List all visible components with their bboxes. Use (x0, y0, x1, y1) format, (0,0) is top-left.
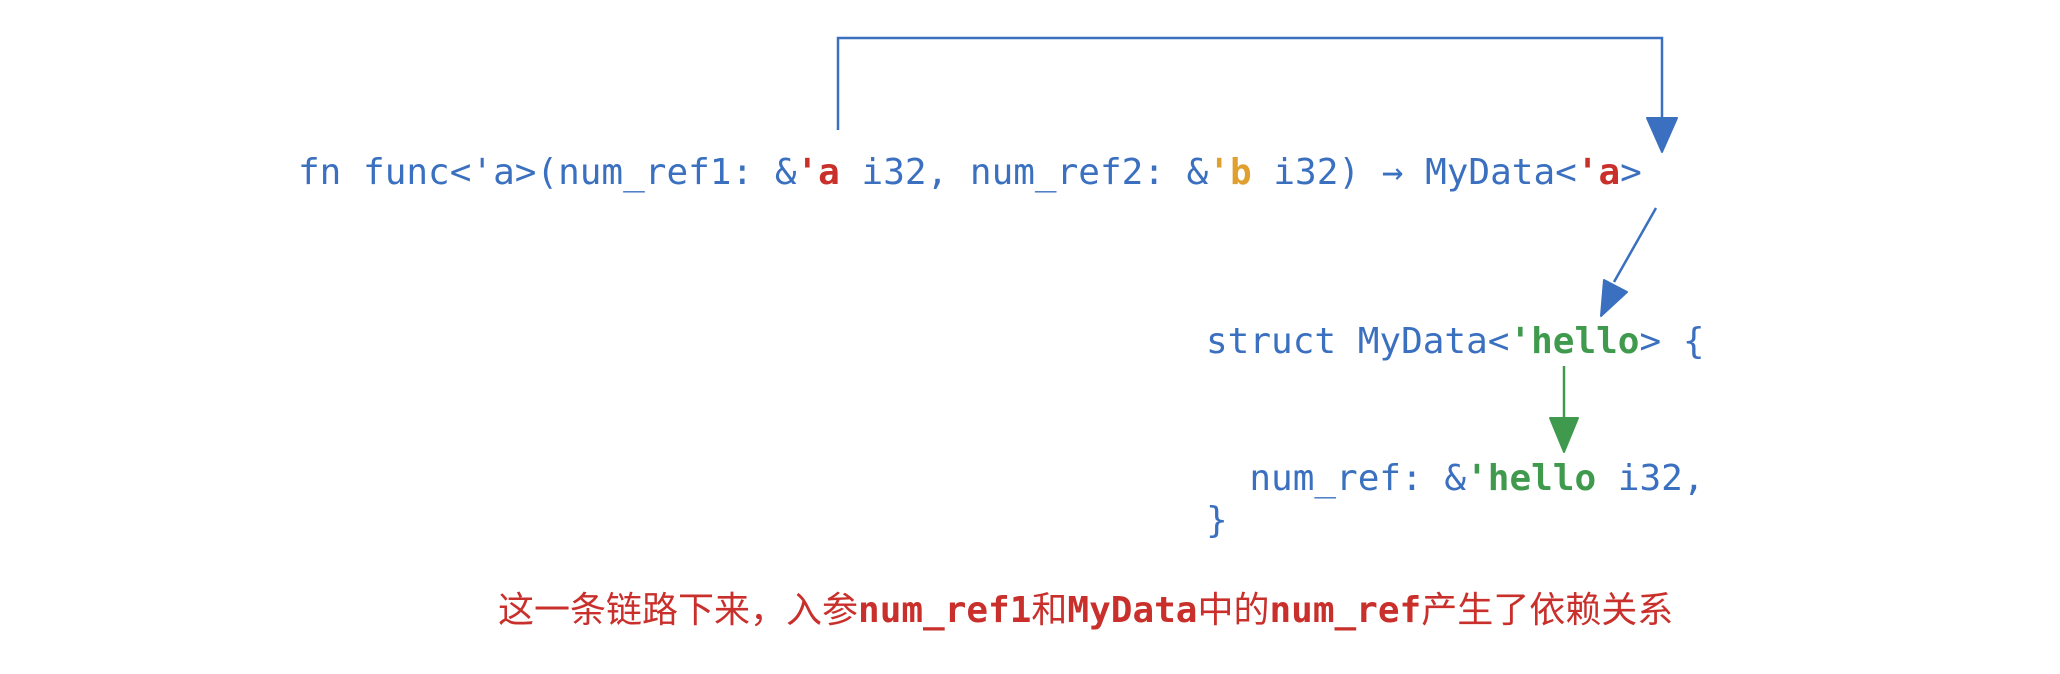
struct-field: num_ref: &'hello i32, (1206, 458, 1705, 499)
caption-part3: 中的 (1197, 590, 1270, 631)
lifetime-b-param: 'b (1208, 152, 1252, 193)
func-sig-mid2: i32) → MyData< (1251, 152, 1577, 193)
struct-decl-suffix: > { (1639, 321, 1705, 362)
lifetime-hello-struct: 'hello (1509, 321, 1640, 362)
caption-code2: MyData (1067, 590, 1198, 631)
caption-part1: 这一条链路下来，入参 (498, 590, 859, 631)
return-to-struct-line (1612, 207, 1658, 283)
func-signature: fn func<'a>(num_ref1: &'a i32, num_ref2:… (298, 155, 1642, 191)
struct-field-suffix: i32, (1596, 458, 1705, 499)
caption-code1: num_ref1 (858, 590, 1032, 631)
caption-code3: num_ref (1269, 590, 1422, 631)
struct-declaration: struct MyData<'hello> { (1206, 324, 1705, 360)
lifetime-hello-field: 'hello (1466, 458, 1597, 499)
return-to-struct-arrowhead (1600, 279, 1628, 317)
func-sig-suffix: > (1620, 152, 1642, 193)
bracket-arrowhead (1646, 117, 1678, 153)
caption: 这一条链路下来，入参num_ref1和MyData中的num_ref产生了依赖关… (498, 593, 1673, 629)
lifetime-a-param: 'a (796, 152, 840, 193)
hello-to-field-arrowhead (1549, 417, 1579, 453)
lifetime-a-connector (836, 36, 1664, 130)
func-sig-mid1: i32, num_ref2: & (839, 152, 1209, 193)
caption-part2: 和 (1031, 590, 1068, 631)
struct-decl-prefix: struct MyData< (1206, 321, 1510, 362)
func-sig-prefix: fn func<'a>(num_ref1: & (298, 152, 797, 193)
lifetime-a-return: 'a (1576, 152, 1621, 193)
struct-close-brace: } (1206, 500, 1228, 541)
struct-field-prefix: num_ref: & (1206, 458, 1467, 499)
bracket-line (836, 36, 1664, 130)
caption-part4: 产生了依赖关系 (1421, 590, 1674, 631)
